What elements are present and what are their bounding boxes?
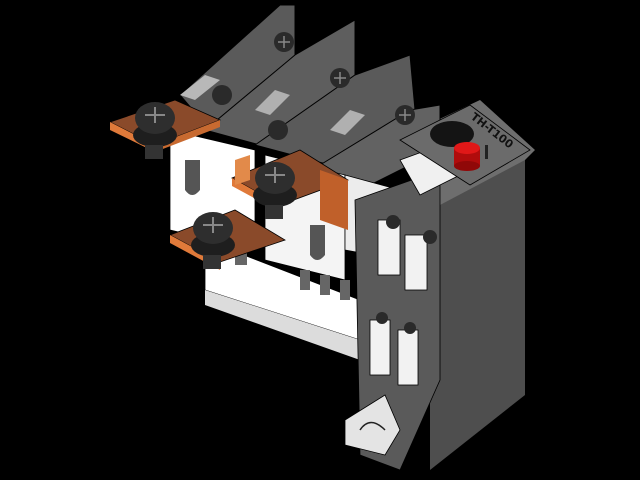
aux-screw-3 bbox=[376, 312, 388, 324]
aux-screw-4 bbox=[404, 322, 416, 334]
screw-icon bbox=[191, 212, 235, 269]
control-panel: TH-T100 bbox=[399, 104, 531, 186]
aux-screw-2 bbox=[423, 230, 437, 244]
screw-icon bbox=[268, 120, 288, 140]
reset-button[interactable] bbox=[454, 142, 480, 171]
top-screws bbox=[212, 32, 415, 140]
aux-screw-1 bbox=[386, 215, 400, 229]
screw-icon bbox=[212, 85, 232, 105]
strap-screws bbox=[133, 102, 297, 269]
screw-icon bbox=[253, 162, 297, 219]
screw-icon bbox=[133, 102, 177, 159]
dial-icon bbox=[430, 121, 474, 147]
